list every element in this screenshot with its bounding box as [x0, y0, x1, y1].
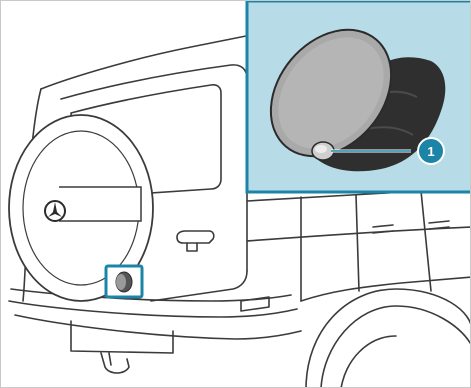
callout-1-label: 1: [427, 144, 434, 159]
callout-1: 1: [418, 138, 444, 164]
mercedes-star-logo-icon: [45, 201, 65, 221]
highlight-frame-small: [106, 266, 142, 297]
